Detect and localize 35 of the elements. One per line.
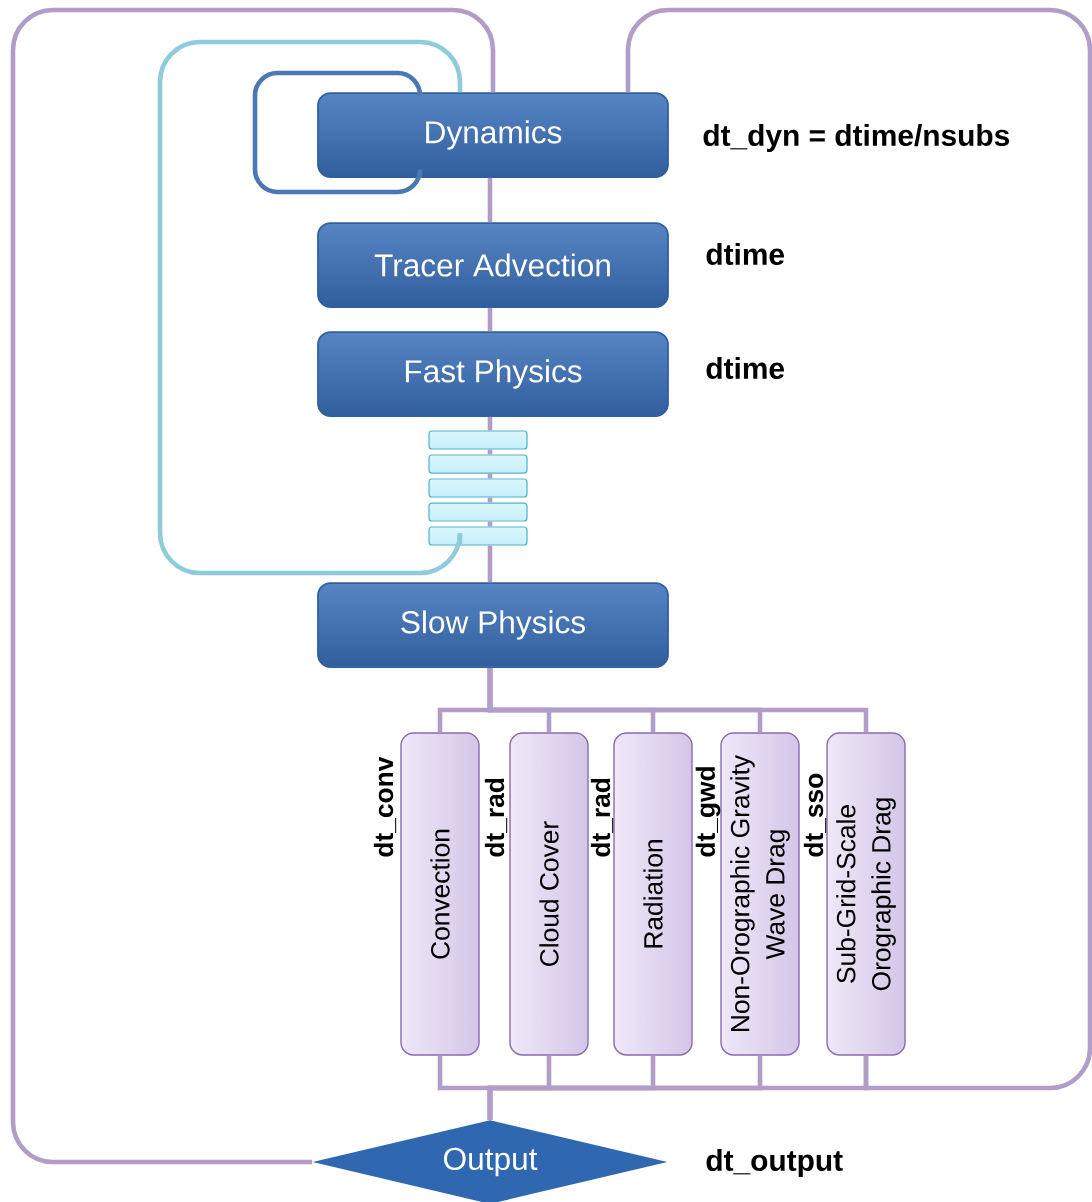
loop-line xyxy=(157,39,463,576)
small-box xyxy=(428,478,528,498)
timestep-label: dt_conv xyxy=(373,756,397,857)
process-box: Convection xyxy=(400,732,480,1056)
connector-line xyxy=(487,449,493,455)
process-box: Fast Physics xyxy=(317,331,669,417)
timestep-label: dt_output xyxy=(706,1149,843,1177)
timestep-label: dtime xyxy=(706,243,784,265)
process-box: Radiation xyxy=(613,732,693,1056)
loop-line xyxy=(10,7,496,1165)
connector-line xyxy=(487,307,493,332)
connector-line xyxy=(487,545,493,583)
small-box xyxy=(428,502,528,522)
small-box xyxy=(428,454,528,474)
timestep-label: dt_gwd xyxy=(695,767,721,857)
process-box: Cloud Cover xyxy=(509,732,589,1056)
connector-line xyxy=(487,473,493,479)
connector-line xyxy=(487,177,493,223)
process-box: Slow Physics xyxy=(317,582,669,668)
process-box: Dynamics xyxy=(317,92,669,178)
timestep-label: dt_rad xyxy=(484,778,508,857)
connector-line xyxy=(487,521,493,527)
timestep-label: dtime xyxy=(706,357,784,379)
connector-line xyxy=(487,497,493,503)
timestep-label: dt_dyn = dtime/nsubs xyxy=(703,124,1010,152)
process-box: Non-Orographic Gravity Wave Drag xyxy=(720,732,800,1056)
timestep-label: dt_sso xyxy=(803,773,827,857)
process-box: Tracer Advection xyxy=(317,222,669,308)
small-box xyxy=(428,430,528,450)
timestep-label: dt_rad xyxy=(590,778,614,857)
loop-line xyxy=(625,7,1092,1091)
connector-line xyxy=(487,667,869,733)
process-box: Sub-Grid-Scale Orographic Drag xyxy=(826,732,906,1056)
connector-line xyxy=(487,416,493,431)
small-box xyxy=(428,526,528,546)
